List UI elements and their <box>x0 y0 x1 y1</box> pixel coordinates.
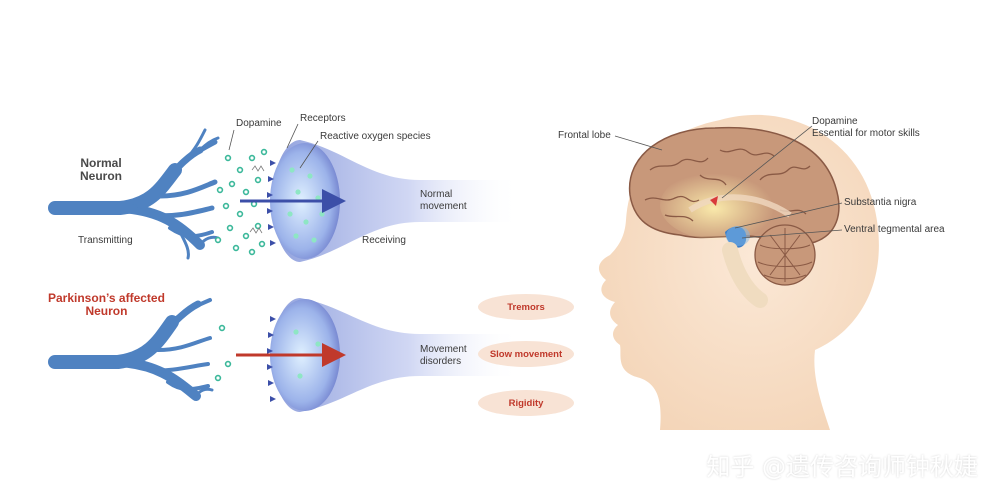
brain-dopamine-label: Dopamine Essential for motor skills <box>812 116 920 140</box>
movement-disorders-label: Movement disorders <box>420 344 467 368</box>
affected-dopamine-particles <box>214 324 232 382</box>
dopamine-particles <box>214 148 268 256</box>
ros-squiggles <box>249 165 265 234</box>
brain-leader-lines <box>614 125 843 239</box>
symptom-tremors: Tremors <box>478 294 574 320</box>
affected-outcome-line2: disorders <box>420 356 462 367</box>
substantia-nigra-label: Substantia nigra <box>844 197 917 208</box>
affected-neuron-title: Parkinson’s affected Neuron <box>48 292 165 318</box>
affected-presynaptic-neuron <box>48 298 214 401</box>
cerebellum <box>754 224 816 286</box>
affected-title-line1: Parkinson’s affected <box>48 291 165 305</box>
symptom-rigidity: Rigidity <box>478 390 574 416</box>
normal-neuron-title: Normal Neuron <box>80 157 122 183</box>
brain-dopamine-line2: Essential for motor skills <box>812 128 920 139</box>
receptors-label: Receptors <box>300 113 346 124</box>
transmitting-label: Transmitting <box>78 235 133 246</box>
normal-presynaptic-neuron <box>48 128 220 260</box>
normal-movement-label: Normal movement <box>420 189 467 213</box>
watermark: 知乎 @遗传咨询师钟秋婕 <box>706 453 978 481</box>
vta-label: Ventral tegmental area <box>844 224 945 235</box>
normal-title-line2: Neuron <box>80 169 122 183</box>
normal-leader-lines <box>228 123 319 169</box>
normal-title-line1: Normal <box>80 156 122 170</box>
affected-outcome-line1: Movement <box>420 344 467 355</box>
brain <box>628 126 840 308</box>
affected-title-line2: Neuron <box>85 304 128 318</box>
brain-dopamine-line1: Dopamine <box>812 116 858 127</box>
symptom-slow-movement: Slow movement <box>478 341 574 367</box>
normal-outcome-line2: movement <box>420 201 467 212</box>
ros-label: Reactive oxygen species <box>320 131 431 142</box>
receiving-label: Receiving <box>362 235 406 246</box>
frontal-lobe-label: Frontal lobe <box>558 130 611 141</box>
dopamine-label: Dopamine <box>236 118 282 129</box>
normal-outcome-line1: Normal <box>420 189 453 200</box>
